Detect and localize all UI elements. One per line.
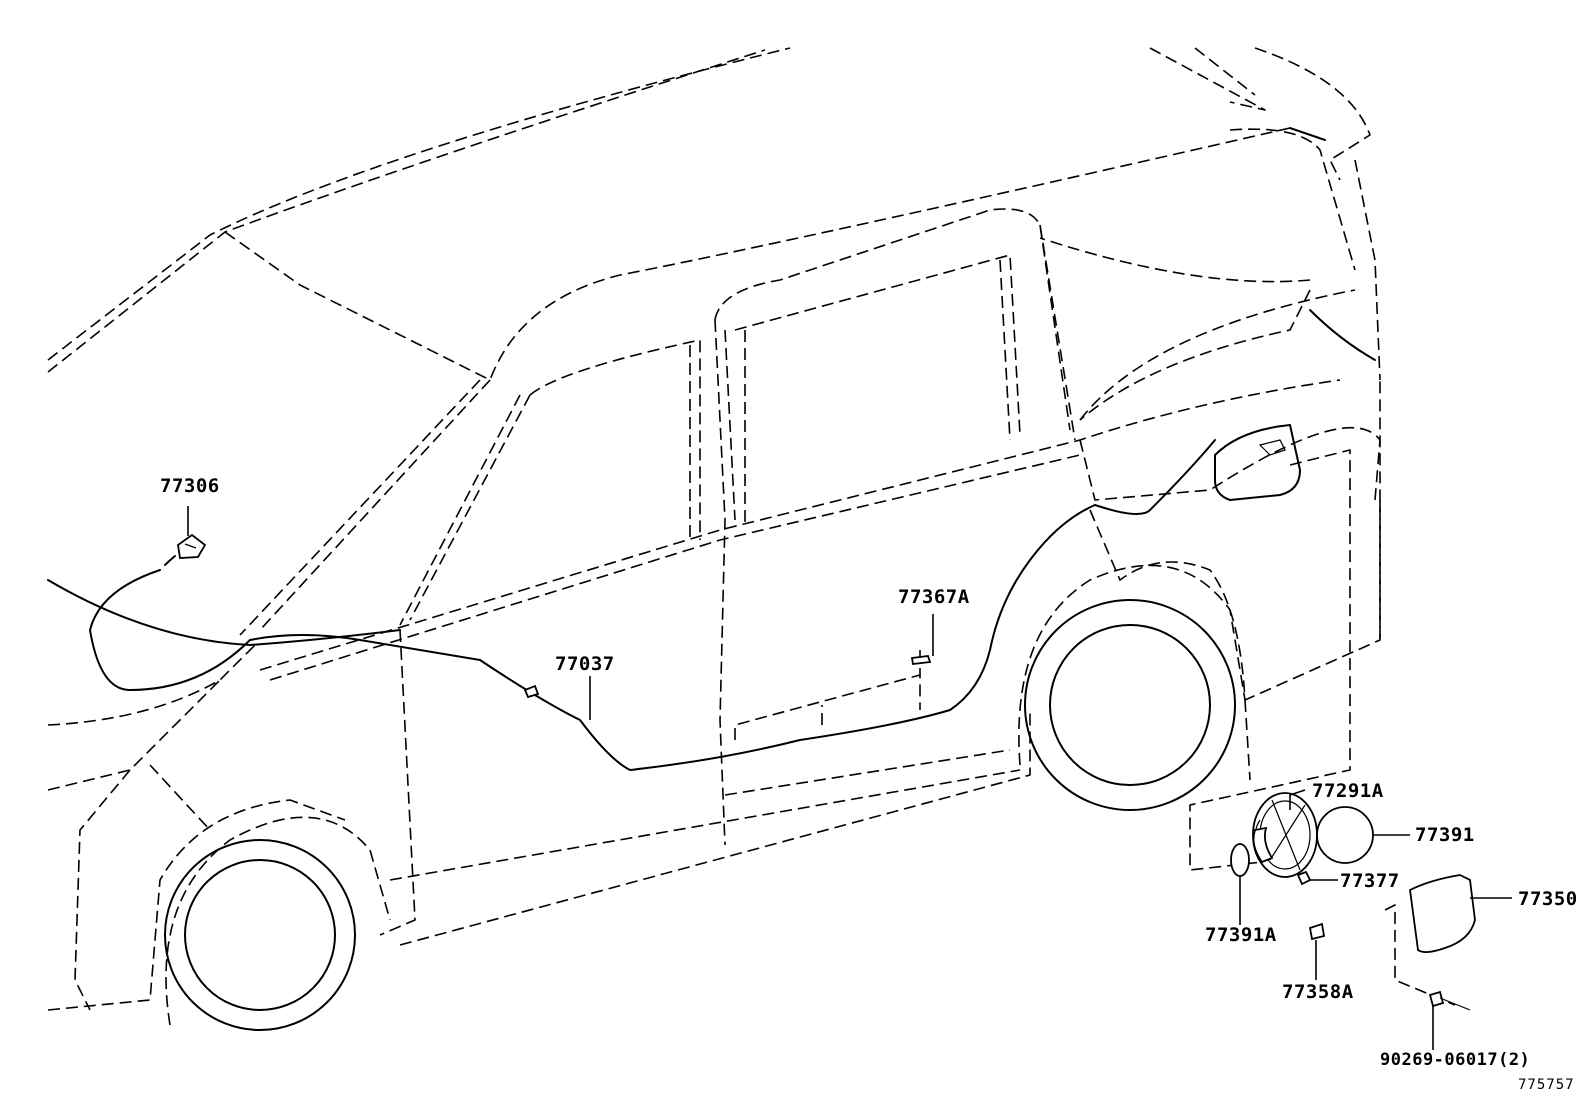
part-label-77367A[interactable]: 77367A <box>898 586 970 608</box>
part-label-77377[interactable]: 77377 <box>1340 870 1400 892</box>
diagram-reference-number: 775757 <box>1518 1077 1575 1093</box>
part-label-77350[interactable]: 77350 <box>1518 888 1578 910</box>
part-label-77037[interactable]: 77037 <box>555 653 615 675</box>
part-label-90269-06017[interactable]: 90269-06017(2) <box>1380 1050 1531 1070</box>
part-label-77391A[interactable]: 77391A <box>1205 924 1277 946</box>
part-label-77291A[interactable]: 77291A <box>1312 780 1384 802</box>
part-label-77391[interactable]: 77391 <box>1415 824 1475 846</box>
part-label-77358A[interactable]: 77358A <box>1282 981 1354 1003</box>
part-label-77306[interactable]: 77306 <box>160 475 220 497</box>
